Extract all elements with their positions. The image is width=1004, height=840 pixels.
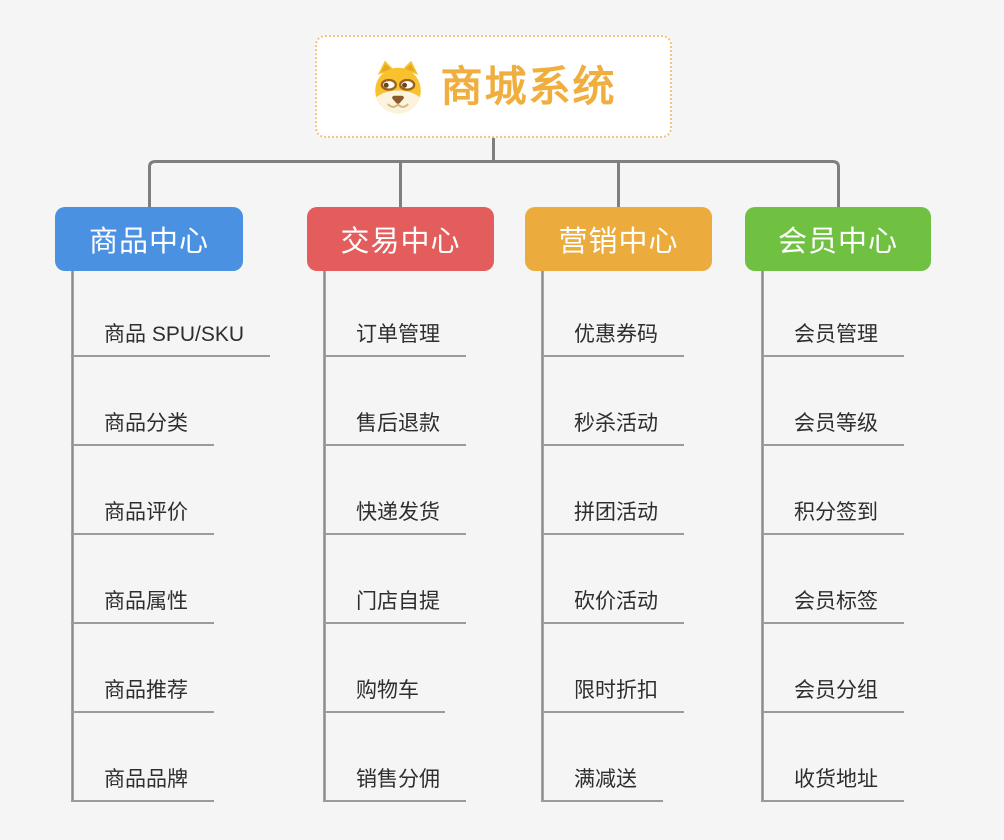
leaf-item[interactable]: 拼团活动 [541, 495, 684, 535]
leaf-item[interactable]: 商品属性 [71, 584, 214, 624]
doge-icon [375, 60, 422, 113]
leaf-item[interactable]: 订单管理 [323, 317, 466, 357]
leaf-item[interactable]: 商品分类 [71, 406, 214, 446]
leaf-item[interactable]: 满减送 [541, 762, 663, 802]
leaf-item[interactable]: 门店自提 [323, 584, 466, 624]
leaf-item[interactable]: 积分签到 [761, 495, 904, 535]
leaf-item[interactable]: 商品评价 [71, 495, 214, 535]
leaf-item[interactable]: 会员管理 [761, 317, 904, 357]
leaf-item[interactable]: 会员标签 [761, 584, 904, 624]
leaf-item[interactable]: 商品 SPU/SKU [71, 317, 271, 357]
leaf-item[interactable]: 购物车 [323, 673, 445, 713]
leaf-item[interactable]: 秒杀活动 [541, 406, 684, 446]
leaf-item[interactable]: 销售分佣 [323, 762, 466, 802]
leaf-item[interactable]: 售后退款 [323, 406, 466, 446]
branch-node-product-center[interactable]: 商品中心 [55, 207, 243, 271]
leaf-item[interactable]: 会员等级 [761, 406, 904, 446]
leaf-item[interactable]: 收货地址 [761, 762, 904, 802]
leaf-item[interactable]: 商品品牌 [71, 762, 214, 802]
leaf-item[interactable]: 商品推荐 [71, 673, 214, 713]
leaf-item[interactable]: 快递发货 [323, 495, 466, 535]
root-node[interactable]: 商城系统 [315, 35, 672, 138]
leaf-item[interactable]: 优惠券码 [541, 317, 684, 357]
root-title: 商城系统 [440, 62, 617, 110]
branch-node-trade-center[interactable]: 交易中心 [307, 207, 494, 271]
branch-node-marketing-center[interactable]: 营销中心 [525, 207, 712, 271]
leaf-item[interactable]: 会员分组 [761, 673, 904, 713]
leaf-item[interactable]: 砍价活动 [541, 584, 684, 624]
branch-node-member-center[interactable]: 会员中心 [745, 207, 931, 271]
leaf-item[interactable]: 限时折扣 [541, 673, 684, 713]
